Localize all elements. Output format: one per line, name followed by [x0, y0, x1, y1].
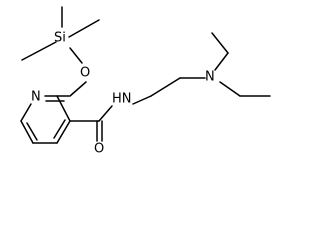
bond-si-o: [69, 47, 83, 64]
atom-o-ether-label: O: [80, 66, 90, 81]
bond-ethyl-up-ch3: [211, 32, 229, 54]
atom-nh-amide-label: HN: [112, 92, 132, 107]
bond-nh-ch2: [132, 95, 152, 105]
bond-ch2-ch2: [150, 77, 181, 97]
bond-si-methyl-right: [68, 19, 100, 38]
structure-diagram: Si O N HN O N: [20, 6, 271, 157]
bond-n-ethyl-down: [219, 81, 241, 97]
bond-c6-c5: [20, 120, 34, 144]
bond-c4-c3: [56, 120, 71, 144]
bond-n-ethyl-up: [214, 52, 229, 71]
bond-carbonyl-nh: [98, 105, 113, 122]
bond-c6-c5-inner: [26, 122, 38, 141]
bond-c3-c2: [56, 95, 71, 122]
atom-o-carbonyl-label: O: [94, 142, 104, 157]
atom-si-label: Si: [54, 31, 66, 46]
atom-n-ring-label: N: [31, 90, 41, 105]
atom-n-amine-label: N: [205, 70, 215, 85]
bond-c4-c3-inner: [53, 119, 66, 139]
bond-n1-c6: [20, 103, 32, 122]
bond-si-methyl-left: [21, 41, 57, 61]
bond-o-c2: [69, 81, 87, 97]
molecule-canvas: Si O N HN O N: [20, 6, 271, 157]
